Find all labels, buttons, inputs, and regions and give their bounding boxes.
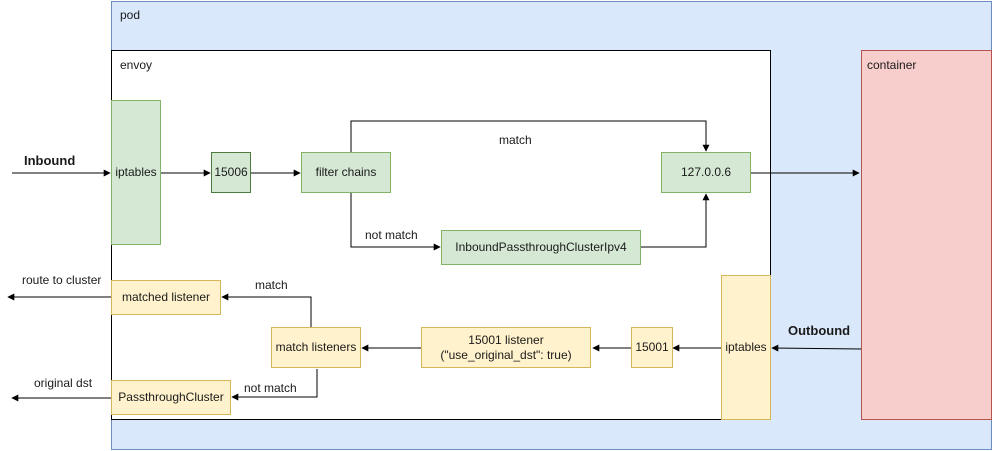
edge-passthrough-127: [641, 193, 710, 248]
listener-15001-title: 15001 listener: [468, 332, 544, 347]
ip-127-node: 127.0.0.6: [661, 152, 751, 193]
match-listeners-node: match listeners: [271, 327, 361, 368]
edge-filter-match: [350, 120, 710, 152]
iptables-outbound-node: iptables: [721, 275, 771, 420]
passthrough-cluster-node: PassthroughCluster: [111, 380, 231, 415]
route-to-cluster-label: route to cluster: [22, 273, 102, 287]
listener-15001-option: ("use_original_dst": true): [440, 347, 572, 362]
outbound-label: Outbound: [788, 323, 851, 338]
matched-listener-node: matched listener: [111, 280, 221, 315]
edge-filter-notmatch: [350, 193, 441, 251]
match-label-bottom: match: [255, 278, 288, 292]
port-15001-node: 15001: [631, 327, 673, 368]
inbound-passthrough-node: InboundPassthroughClusterIpv4: [441, 230, 641, 265]
edge-container-iptables: [771, 344, 862, 352]
filter-chains-node: filter chains: [301, 152, 391, 193]
not-match-label-bottom: not match: [244, 381, 297, 395]
original-dst-label: original dst: [34, 376, 93, 390]
inbound-label: Inbound: [24, 153, 76, 168]
pod-label: pod: [120, 8, 141, 22]
port-15006-node: 15006: [211, 152, 251, 193]
container-region: [861, 50, 992, 420]
edge-match-passthrough: [231, 369, 318, 401]
iptables-inbound-node: iptables: [111, 100, 161, 245]
envoy-label: envoy: [120, 58, 153, 72]
container-label: container: [867, 58, 917, 72]
listener-15001-node: 15001 listener ("use_original_dst": true…: [421, 327, 591, 368]
edge-match-matched: [221, 293, 312, 327]
not-match-label-top: not match: [365, 228, 418, 242]
match-label-top: match: [499, 133, 532, 147]
